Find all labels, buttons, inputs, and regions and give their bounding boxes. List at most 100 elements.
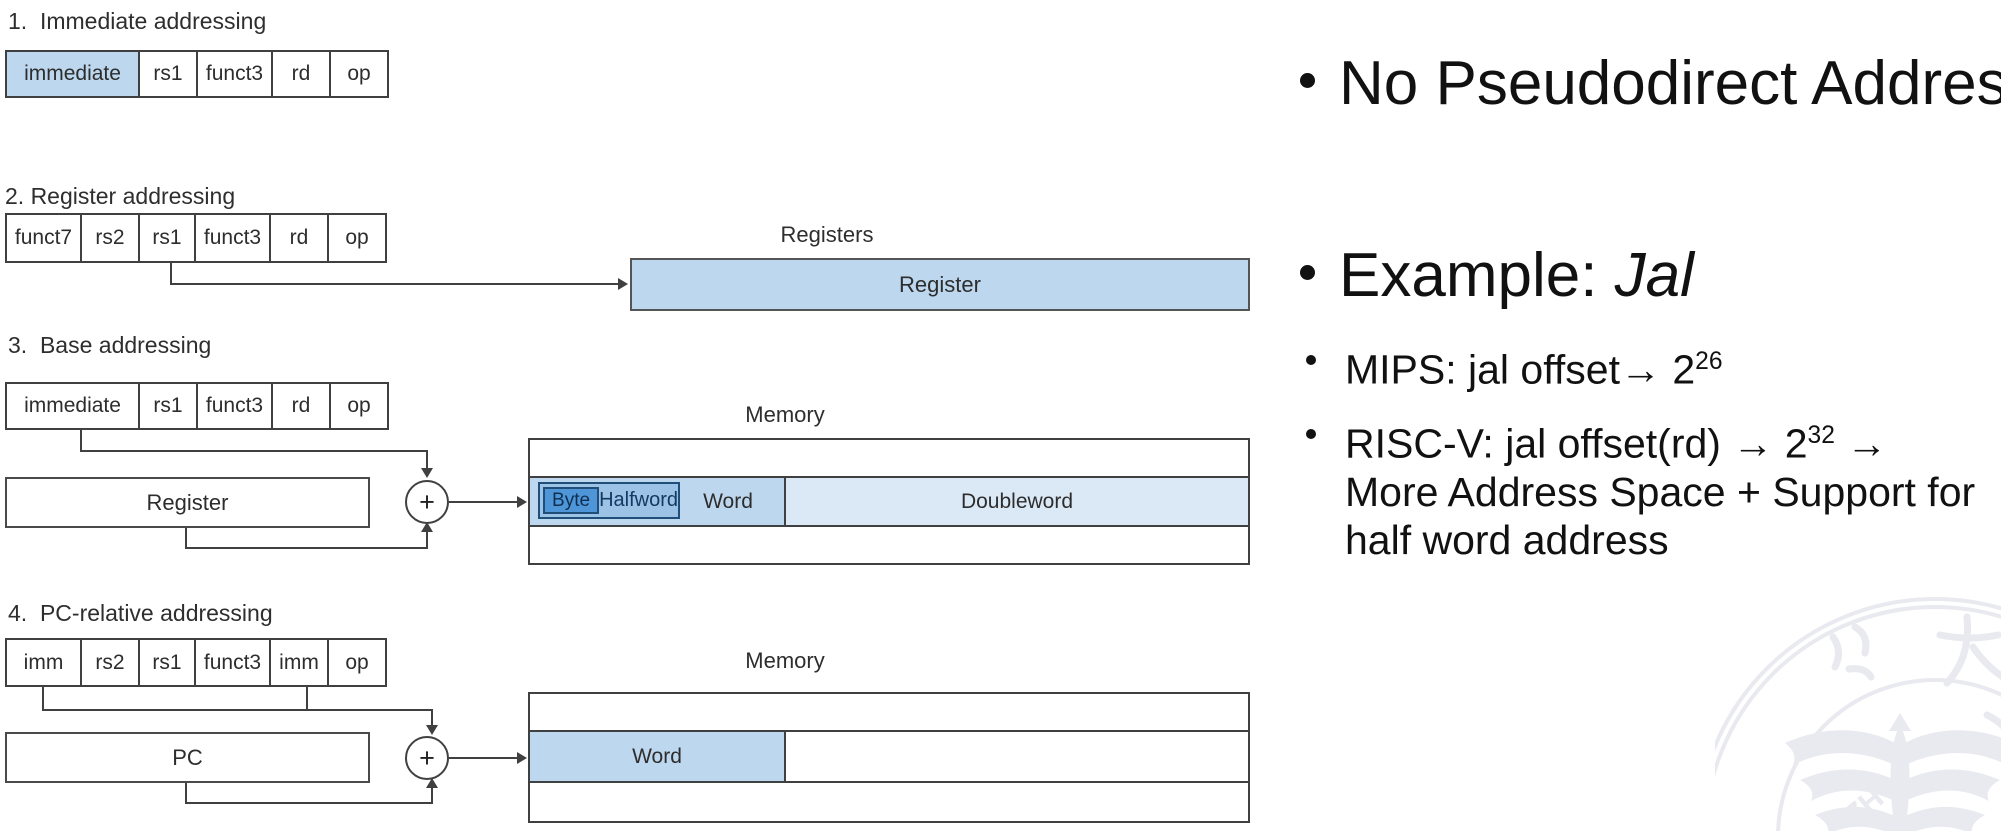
example-jal-italic: Jal [1614, 241, 1694, 310]
field-rs2: rs2 [80, 638, 140, 687]
instruction-format-pc-relative: imm rs2 rs1 funct3 imm op [5, 638, 387, 687]
field-imm: imm [5, 638, 82, 687]
bullet-text: No Pseudodirect Address [1339, 49, 2001, 118]
memory-label-pc-relative: Memory [745, 648, 825, 673]
field-rd: rd [271, 50, 331, 98]
bullet-example-jal: Example: Jal [1300, 240, 2000, 311]
mips-exponent: 26 [1695, 348, 1723, 375]
diagram-title-base: 3. Base addressing [8, 332, 212, 358]
arrow-line [426, 531, 428, 548]
bullet-dot-icon [1300, 73, 1315, 88]
word-region: Word [530, 732, 786, 781]
field-rd: rd [269, 213, 329, 263]
seal-rings [1715, 597, 2001, 831]
arrow-line [431, 787, 433, 803]
seal-calligraphy-strokes [1829, 613, 2001, 759]
arrowhead-right-icon [618, 278, 628, 290]
field-funct3: funct3 [194, 638, 271, 687]
arrowhead-up-icon [421, 522, 433, 532]
arrowhead-up-icon [426, 778, 438, 788]
empty-region [786, 732, 1248, 781]
arrow-line [431, 709, 433, 726]
bullet-no-pseudodirect: No Pseudodirect Address [1300, 48, 2001, 119]
halfword-box: Byte Halfword [538, 482, 680, 519]
register-cell-box: Register [630, 258, 1250, 311]
memory-box-pc-relative: Word [528, 692, 1250, 823]
arrow-line [449, 757, 517, 759]
arrow-line [185, 528, 187, 549]
riscv-line2: More Address Space + Support for [1345, 468, 1976, 515]
memory-label-base: Memory [745, 402, 825, 427]
field-rs2: rs2 [80, 213, 140, 263]
riscv-exponent: 32 [1807, 422, 1835, 449]
diagram-title-register: 2. Register addressing [5, 183, 236, 209]
arrow-line [185, 547, 428, 549]
field-rs1: rs1 [138, 638, 196, 687]
seal-eagle-icon [1785, 713, 2001, 831]
instruction-format-register: funct7 rs2 rs1 funct3 rd op [5, 213, 387, 263]
doubleword-region: Doubleword [786, 478, 1248, 525]
mips-text: MIPS: jal offset→ 2 [1345, 346, 1696, 393]
field-op: op [327, 638, 387, 687]
halfword-label: Halfword [599, 489, 678, 511]
bullet-dot-icon [1306, 429, 1316, 439]
bullet-text: MIPS: jal offset→ 226 [1345, 338, 1723, 394]
arrow-line [306, 687, 308, 711]
field-op: op [329, 382, 389, 430]
arrow-line [42, 687, 44, 711]
bullet-dot-icon [1300, 265, 1315, 280]
field-rd: rd [271, 382, 331, 430]
diagram-title-pc-relative: 4. PC-relative addressing [8, 600, 273, 626]
memory-box-base: Byte Halfword Word Doubleword [528, 438, 1250, 565]
field-funct3: funct3 [194, 213, 271, 263]
word-region: Byte Halfword Word [530, 478, 786, 525]
arrow-line [426, 450, 428, 469]
bullet-text: RISC-V: jal offset(rd) → 232 → More Addr… [1345, 412, 1975, 564]
university-seal-watermark: ZH [1715, 597, 2001, 831]
register-source-box: Register [5, 477, 370, 528]
bullet-text: Example: Jal [1339, 240, 1694, 311]
memory-middle-row: Word [530, 730, 1248, 783]
riscv-line1-tail: → [1834, 420, 1888, 467]
arrow-line [185, 783, 187, 804]
arrowhead-right-icon [517, 496, 527, 508]
arrow-line [42, 709, 433, 711]
instruction-format-base: immediate rs1 funct3 rd op [5, 382, 389, 430]
pc-box: PC [5, 732, 370, 783]
field-imm2: imm [269, 638, 329, 687]
word-label: Word [703, 489, 753, 513]
field-op: op [329, 50, 389, 98]
field-immediate: immediate [5, 382, 140, 430]
riscv-line3: half word address [1345, 516, 1669, 563]
arrowhead-down-icon [421, 468, 433, 478]
field-funct3: funct3 [196, 50, 273, 98]
field-rs1: rs1 [138, 213, 196, 263]
field-op: op [327, 213, 387, 263]
example-prefix: Example: [1339, 241, 1615, 310]
field-funct7: funct7 [5, 213, 82, 263]
arrow-line [80, 430, 82, 451]
bullet-mips: MIPS: jal offset→ 226 [1306, 338, 1996, 394]
field-funct3: funct3 [196, 382, 273, 430]
arrow-line [170, 283, 618, 285]
bullet-dot-icon [1306, 355, 1316, 365]
adder-circle: + [405, 736, 449, 780]
arrow-line [185, 802, 433, 804]
arrow-line [80, 450, 428, 452]
byte-box: Byte [543, 487, 600, 514]
bullet-riscv: RISC-V: jal offset(rd) → 232 → More Addr… [1306, 412, 1996, 564]
arrow-line [449, 501, 517, 503]
riscv-line1-text: RISC-V: jal offset(rd) → 2 [1345, 420, 1808, 467]
riscv-line1: RISC-V: jal offset(rd) → 232 → [1345, 412, 1975, 468]
registers-label: Registers [780, 222, 874, 247]
arrowhead-down-icon [426, 725, 438, 735]
field-rs1: rs1 [138, 382, 198, 430]
field-immediate: immediate [5, 50, 140, 98]
adder-circle: + [405, 480, 449, 524]
memory-middle-row: Byte Halfword Word Doubleword [530, 476, 1248, 527]
arrow-line [170, 263, 172, 284]
diagram-title-immediate: 1. Immediate addressing [8, 8, 267, 34]
instruction-format-immediate: immediate rs1 funct3 rd op [5, 50, 389, 98]
field-rs1: rs1 [138, 50, 198, 98]
